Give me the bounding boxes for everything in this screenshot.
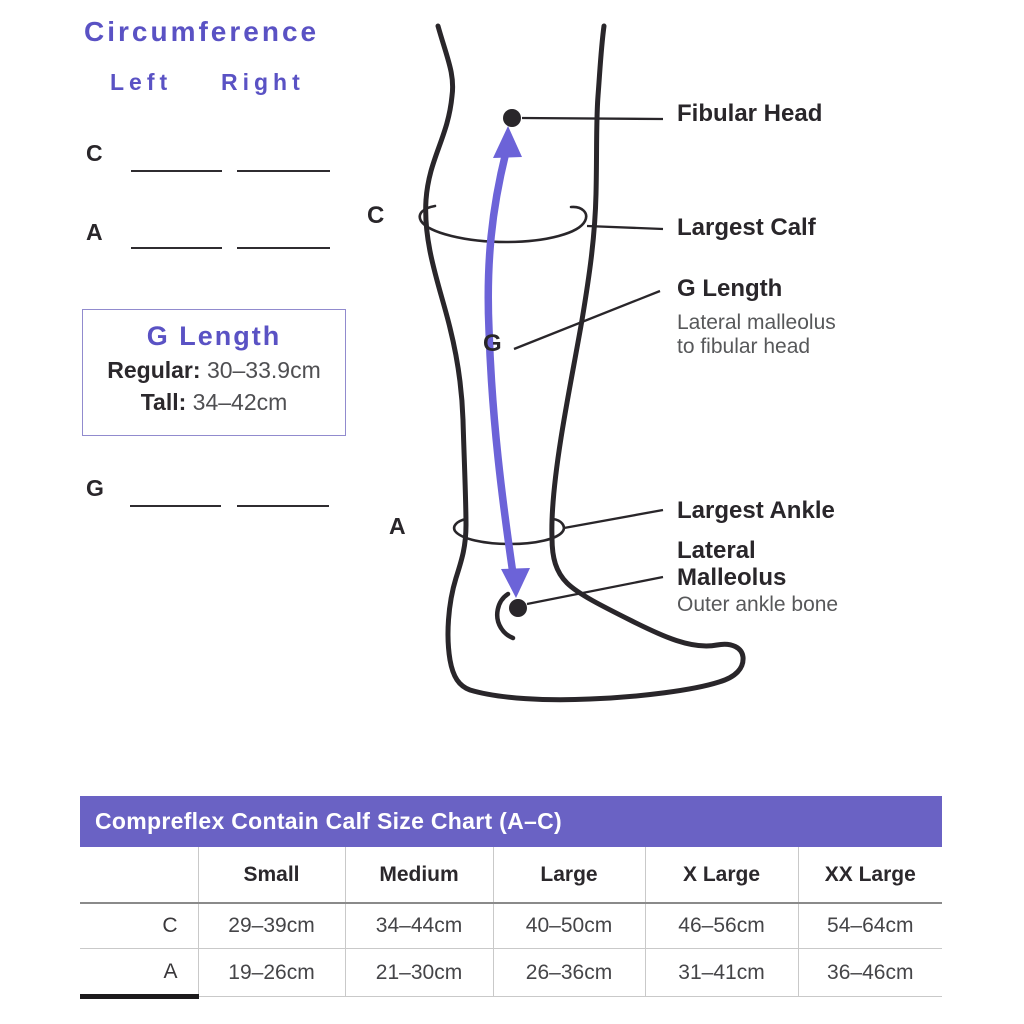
- g-right-write-line: [237, 505, 329, 507]
- a-xlarge-value: 31–41cm: [644, 948, 798, 997]
- diagram-marker-a: A: [389, 513, 406, 539]
- g-length-regular: Regular: 30–33.9cm: [83, 357, 345, 384]
- a-large-value: 26–36cm: [492, 948, 645, 997]
- size-chart-title-bar: Compreflex Contain Calf Size Chart (A–C): [80, 796, 942, 847]
- calf-ellipse: [418, 204, 588, 244]
- lateral-malleolus-dot: [509, 599, 527, 617]
- column-header-xlarge: X Large: [644, 847, 798, 904]
- leg-outline: [423, 23, 746, 703]
- a-medium-value: 21–30cm: [344, 948, 493, 997]
- g-length-box-title: G Length: [146, 321, 282, 351]
- g-left-write-line: [130, 505, 221, 507]
- size-chart-table: Small Medium Large X Large XX Large C 29…: [80, 847, 942, 999]
- diagram-marker-g: G: [483, 330, 502, 357]
- c-left-write-line: [131, 170, 222, 172]
- column-header-large: Large: [492, 847, 645, 904]
- g-length-regular-label: Regular:: [107, 357, 201, 383]
- row-c-label: C: [86, 140, 104, 166]
- g-length-desc-line2: to fibular head: [677, 335, 811, 358]
- lateral-malleolus-description: Outer ankle bone: [677, 593, 839, 616]
- a-small-value: 19–26cm: [197, 948, 345, 997]
- g-length-arrow-shaft: [484, 148, 517, 578]
- lateral-malleolus-line2: Malleolus: [677, 564, 787, 591]
- column-header-medium: Medium: [344, 847, 493, 904]
- a-right-write-line: [237, 247, 330, 249]
- g-length-arrow-head-top: [493, 126, 522, 158]
- lateral-malleolus-line1: Lateral: [677, 537, 756, 564]
- row-a-header: A: [80, 948, 198, 999]
- lateral-malleolus-line: [526, 575, 664, 606]
- g-length-tall-label: Tall:: [140, 389, 187, 415]
- fibular-head-dot: [503, 109, 521, 127]
- left-column-label: Left: [110, 69, 173, 95]
- largest-ankle-line: [563, 508, 664, 530]
- g-length-tall-value: 34–42cm: [192, 389, 288, 415]
- right-column-label: Right: [221, 69, 305, 95]
- g-length-label: G Length: [677, 275, 783, 302]
- c-small-value: 29–39cm: [197, 903, 345, 949]
- g-length-tall: Tall: 34–42cm: [83, 389, 345, 416]
- row-a-label: A: [86, 219, 104, 245]
- fibular-head-label: Fibular Head: [677, 100, 823, 127]
- row-g-label: G: [86, 475, 105, 501]
- g-length-line: [513, 289, 661, 351]
- a-xxlarge-value: 36–46cm: [797, 948, 942, 997]
- column-header-xxlarge: XX Large: [797, 847, 942, 904]
- malleolus-arc: [494, 591, 516, 641]
- table-row-c: C 29–39cm 34–44cm 40–50cm 46–56cm 54–64c…: [80, 903, 942, 949]
- largest-calf-label: Largest Calf: [677, 214, 816, 241]
- c-right-write-line: [237, 170, 330, 172]
- row-c-header: C: [80, 903, 198, 949]
- largest-ankle-label: Largest Ankle: [677, 497, 835, 524]
- a-left-write-line: [131, 247, 222, 249]
- size-chart-header-row: Small Medium Large X Large XX Large: [80, 847, 942, 904]
- size-chart-corner-cell: [80, 847, 198, 904]
- g-length-description: Lateral malleolus to fibular head: [677, 311, 836, 359]
- c-medium-value: 34–44cm: [344, 903, 493, 949]
- g-length-regular-value: 30–33.9cm: [206, 357, 321, 383]
- column-header-small: Small: [197, 847, 345, 904]
- c-xxlarge-value: 54–64cm: [797, 903, 942, 949]
- diagram-marker-c: C: [367, 202, 385, 229]
- g-length-desc-line1: Lateral malleolus: [677, 311, 836, 334]
- circumference-title: Circumference: [84, 16, 320, 47]
- table-row-a: A 19–26cm 21–30cm 26–36cm 31–41cm 36–46c…: [80, 948, 942, 999]
- c-large-value: 40–50cm: [492, 903, 645, 949]
- lateral-malleolus-label: Lateral Malleolus: [677, 537, 786, 591]
- g-length-box: G Length Regular: 30–33.9cm Tall: 34–42c…: [82, 309, 346, 436]
- size-chart: Compreflex Contain Calf Size Chart (A–C)…: [80, 796, 942, 999]
- largest-calf-line: [586, 224, 664, 231]
- fibular-head-line: [521, 116, 664, 121]
- g-length-arrow-head-bottom: [501, 568, 530, 598]
- c-xlarge-value: 46–56cm: [644, 903, 798, 949]
